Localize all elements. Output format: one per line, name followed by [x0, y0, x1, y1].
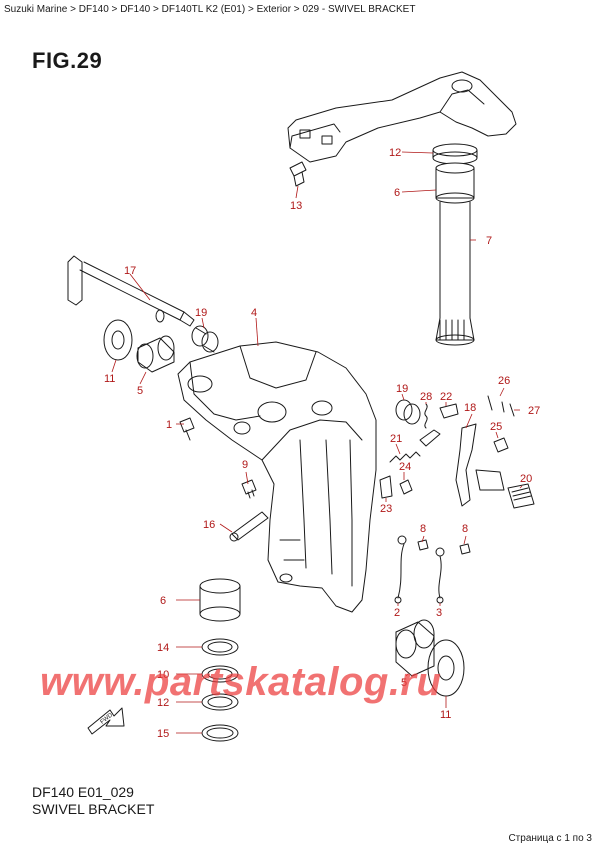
callout-19b: 19	[396, 383, 408, 395]
callout-23: 23	[380, 503, 392, 515]
bushing-part-5b	[395, 619, 435, 677]
callout-2: 2	[394, 607, 400, 619]
callout-18: 18	[464, 402, 476, 414]
steering-shaft-part	[432, 143, 478, 346]
washer-part-14	[201, 638, 239, 656]
link-part-16	[229, 511, 269, 542]
callout-4: 4	[251, 307, 257, 319]
callout-3: 3	[436, 607, 442, 619]
breadcrumb-item-current: 029 - SWIVEL BRACKET	[302, 4, 416, 15]
diagram-name: SWIVEL BRACKET	[32, 801, 155, 817]
callout-17: 17	[124, 265, 136, 277]
breadcrumb: Suzuki Marine > DF140 > DF140 > DF140TL …	[4, 4, 415, 15]
callout-15: 15	[157, 728, 169, 740]
clip-part-23	[379, 475, 393, 499]
bushing-part-19	[191, 325, 219, 353]
bolt-part-8b	[459, 543, 471, 555]
bolt-part-24	[399, 479, 413, 495]
callout-6: 6	[394, 187, 400, 199]
callout-16: 16	[203, 519, 215, 531]
pin-part-27	[509, 403, 515, 417]
callout-11: 11	[104, 373, 115, 385]
bushing-part-6	[199, 578, 241, 622]
figure-title: FIG.29	[32, 48, 103, 73]
snap-ring-part-15	[201, 724, 239, 742]
spring-part-21	[389, 451, 421, 463]
callout-14: 14	[157, 642, 169, 654]
spring-part-28	[424, 403, 428, 429]
washer-part-11	[103, 319, 133, 361]
breadcrumb-item-df140[interactable]: DF140	[78, 4, 109, 15]
callout-22: 22	[440, 391, 452, 403]
breadcrumb-separator: >	[108, 4, 121, 15]
callout-leaders	[111, 151, 523, 734]
callout-11b: 11	[440, 709, 451, 721]
bolt-part-13	[289, 161, 307, 187]
bolt-part-8a	[417, 539, 429, 551]
callout-1: 1	[166, 419, 172, 431]
lever-part-22	[419, 403, 459, 447]
callout-12: 12	[389, 147, 401, 159]
bolt-part-25	[493, 437, 509, 453]
breadcrumb-separator: >	[67, 4, 79, 15]
callout-25: 25	[490, 421, 502, 433]
steering-arm-part	[287, 71, 517, 163]
bolt-part-1	[179, 417, 195, 441]
breadcrumb-item-model[interactable]: DF140TL K2 (E01)	[161, 4, 246, 15]
callout-20: 20	[520, 473, 532, 485]
callout-26: 26	[498, 375, 510, 387]
callout-6b: 6	[160, 595, 166, 607]
tilt-lock-lever-part-18	[455, 423, 505, 507]
callout-9: 9	[242, 459, 248, 471]
pad-part-20	[507, 483, 535, 509]
watermark-text: www.partskatalog.ru	[40, 660, 442, 704]
callout-24: 24	[399, 461, 411, 473]
breadcrumb-separator: >	[150, 4, 162, 15]
breadcrumb-item-suzuki-marine[interactable]: Suzuki Marine	[4, 4, 68, 15]
callout-21: 21	[390, 433, 402, 445]
callout-12b: 12	[157, 697, 169, 709]
callout-10: 10	[157, 669, 169, 681]
callout-5b: 5	[401, 677, 407, 689]
ground-wire-part-2	[394, 535, 407, 604]
breadcrumb-separator: >	[291, 4, 303, 15]
ground-wire-part-3	[435, 547, 445, 604]
callout-8a: 8	[420, 523, 426, 535]
bushing-part-5	[136, 335, 175, 373]
breadcrumb-item-exterior[interactable]: Exterior	[256, 4, 292, 15]
callout-8b: 8	[462, 523, 468, 535]
bolt-part-9	[241, 479, 257, 499]
page-indicator: Страница с 1 по 3	[508, 833, 592, 844]
diagram-code: DF140 E01_029	[32, 784, 134, 800]
callout-7: 7	[486, 235, 492, 247]
callout-28: 28	[420, 391, 432, 403]
callout-5: 5	[137, 385, 143, 397]
callout-13: 13	[290, 200, 302, 212]
callout-27: 27	[528, 405, 540, 417]
tilt-rod-part	[67, 255, 195, 327]
fwd-arrow-icon	[87, 707, 125, 735]
pin-part-26	[487, 395, 505, 413]
callout-labels: 12 6 13 7 17 19 4 11 5 1 19 28 22 26 18 …	[104, 147, 540, 740]
callout-19: 19	[195, 307, 207, 319]
bushing-part-19b	[395, 399, 421, 425]
breadcrumb-separator: >	[245, 4, 257, 15]
swivel-bracket-part	[177, 341, 377, 613]
breadcrumb-item-df140-sub[interactable]: DF140	[120, 4, 151, 15]
